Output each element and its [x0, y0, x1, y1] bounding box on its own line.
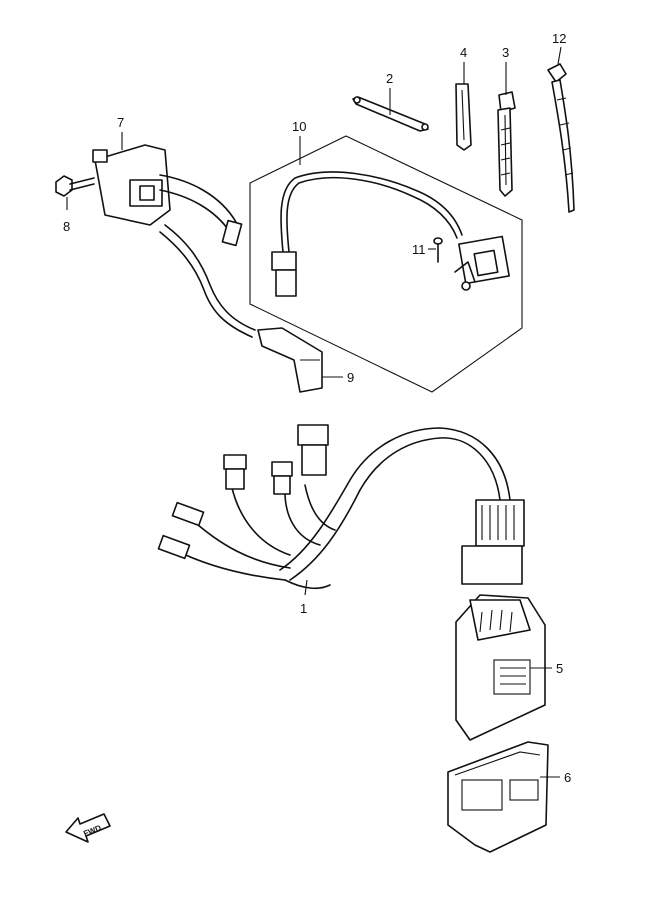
fwd-arrow-icon: FWD [65, 813, 111, 843]
callout-8: 8 [63, 219, 70, 234]
part-3-clamp-band [497, 91, 516, 197]
part-12-cable-tie [547, 63, 575, 213]
callout-6: 6 [564, 770, 571, 785]
callout-5: 5 [556, 661, 563, 676]
part-1-wiring-harness [157, 424, 525, 590]
callout-10: 10 [292, 119, 306, 134]
leader-1 [304, 579, 308, 596]
leader-12 [557, 46, 562, 65]
callout-7: 7 [117, 115, 124, 130]
part-7-ignition-coil [92, 144, 256, 338]
part-8-bolt [55, 175, 95, 197]
part-10-sensor-lead [271, 171, 510, 297]
callout-1: 1 [300, 601, 307, 616]
group-box-10 [249, 135, 523, 393]
callout-2: 2 [386, 71, 393, 86]
part-6-cdi-holder [447, 741, 549, 853]
callout-4: 4 [460, 45, 467, 60]
part-4-clamp [455, 83, 472, 151]
callout-3: 3 [502, 45, 509, 60]
part-11-screw [433, 237, 443, 263]
callout-11: 11 [412, 242, 426, 257]
part-9-plug-cap [257, 327, 323, 393]
callout-12: 12 [552, 31, 566, 46]
callout-9: 9 [347, 370, 354, 385]
part-5-cdi-unit [455, 594, 546, 741]
